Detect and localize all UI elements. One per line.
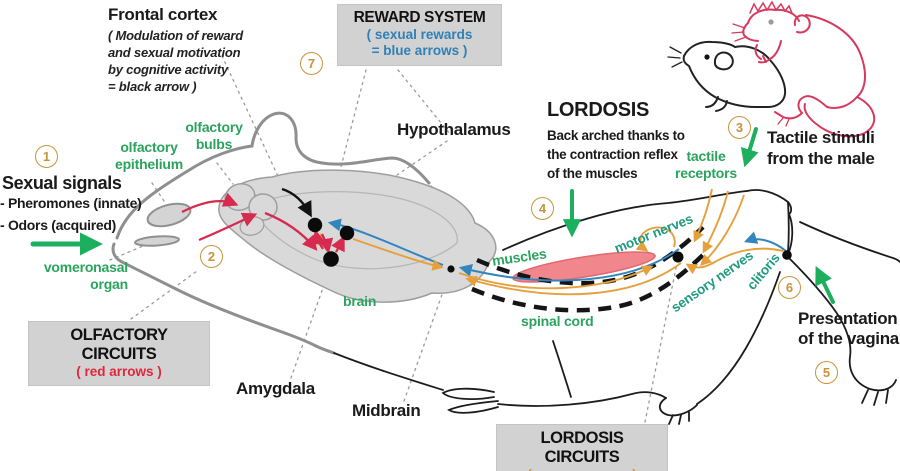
frontal-note-line: = black arrow ) bbox=[108, 79, 197, 94]
lordosis-circuits-title: LORDOSIS CIRCUITS bbox=[540, 429, 624, 466]
olfactory-epithelium-label: olfactory epithelium bbox=[114, 139, 183, 172]
spinal-cord-label: spinal cord bbox=[521, 313, 594, 329]
step-4-badge: 4 bbox=[531, 197, 554, 220]
hypothalamus-dot bbox=[307, 217, 323, 233]
hypothalamus-label: Hypothalamus bbox=[397, 120, 511, 139]
sexual-signals-title: Sexual signals bbox=[2, 173, 122, 193]
reward-system-sub: = blue arrows ) bbox=[371, 43, 468, 58]
clitoris-dot bbox=[782, 250, 792, 260]
step-5-badge: 5 bbox=[815, 361, 838, 384]
reward-system-box: REWARD SYSTEM ( sexual rewards = blue ar… bbox=[337, 4, 502, 66]
olfactory-circuits-sub: ( red arrows ) bbox=[76, 364, 162, 379]
step-6-badge: 6 bbox=[778, 276, 801, 299]
lordosis-note-line: Back arched thanks to bbox=[547, 128, 685, 143]
spinal-relay-dot bbox=[672, 251, 684, 263]
red-arrows bbox=[181, 192, 345, 254]
amygdala-dot bbox=[323, 251, 339, 267]
tactile-receptors-label: tactile receptors bbox=[674, 148, 737, 181]
brain-nuclei-dots bbox=[307, 217, 792, 273]
pheromones-line: - Pheromones (innate) bbox=[0, 195, 142, 211]
reward-nucleus-dot bbox=[339, 225, 355, 241]
olfactory-circuits-title: OLFACTORY CIRCUITS bbox=[70, 326, 168, 363]
olfactory-circuits-box: OLFACTORY CIRCUITS ( red arrows ) bbox=[28, 321, 210, 386]
orange-arrows bbox=[317, 188, 784, 296]
lordosis-note: Back arched thanks to the contraction re… bbox=[547, 126, 685, 183]
brain-structures bbox=[134, 169, 656, 303]
lordosis-title: LORDOSIS bbox=[547, 99, 650, 121]
lordosis-note-line: the contraction reflex bbox=[547, 147, 678, 162]
step-7-badge: 7 bbox=[300, 52, 323, 75]
black-arrow bbox=[281, 187, 312, 218]
tactile-stimuli-line: Tactile stimuli bbox=[767, 128, 875, 147]
step-1-badge: 1 bbox=[35, 145, 58, 168]
reward-system-sub: ( sexual rewards bbox=[366, 27, 473, 42]
brain-label: brain bbox=[343, 293, 377, 309]
vomeronasal-organ-label: vomeronasal organ bbox=[43, 259, 128, 292]
step-3-badge: 3 bbox=[728, 116, 751, 139]
tactile-stimuli-label: Tactile stimuli from the male bbox=[767, 127, 875, 169]
presentation-line: of the vagina bbox=[798, 329, 899, 348]
amygdala-label: Amygdala bbox=[236, 379, 315, 398]
green-arrows bbox=[30, 127, 835, 304]
vomeronasal-organ-shape bbox=[134, 235, 180, 247]
olfactory-epithelium-shape bbox=[146, 202, 192, 228]
frontal-cortex-note: ( Modulation of reward and sexual motiva… bbox=[108, 27, 243, 95]
lordosis-note-line: of the muscles bbox=[547, 166, 638, 181]
olfactory-bulbs-label: olfactory bulbs bbox=[185, 119, 243, 152]
lordosis-circuits-sub: ( orange arrows ) bbox=[505, 467, 659, 471]
midbrain-dot bbox=[447, 265, 455, 273]
presentation-label: Presentation of the vagina bbox=[798, 309, 899, 349]
reward-system-title: REWARD SYSTEM bbox=[353, 9, 486, 26]
odors-line: - Odors (acquired) bbox=[0, 217, 116, 233]
presentation-line: Presentation bbox=[798, 309, 898, 328]
lordosis-circuits-box: LORDOSIS CIRCUITS ( orange arrows ) bbox=[496, 424, 668, 471]
frontal-note-line: by cognitive activity bbox=[108, 62, 229, 77]
frontal-cortex-label: Frontal cortex bbox=[108, 5, 218, 24]
female-rat-outline bbox=[111, 111, 900, 425]
midbrain-label: Midbrain bbox=[352, 401, 421, 420]
step-2-badge: 2 bbox=[200, 245, 223, 268]
tactile-stimuli-line: from the male bbox=[767, 149, 875, 168]
mating-rats-inset bbox=[667, 0, 876, 138]
frontal-note-line: ( Modulation of reward bbox=[108, 28, 243, 43]
frontal-note-line: and sexual motivation bbox=[108, 45, 241, 60]
